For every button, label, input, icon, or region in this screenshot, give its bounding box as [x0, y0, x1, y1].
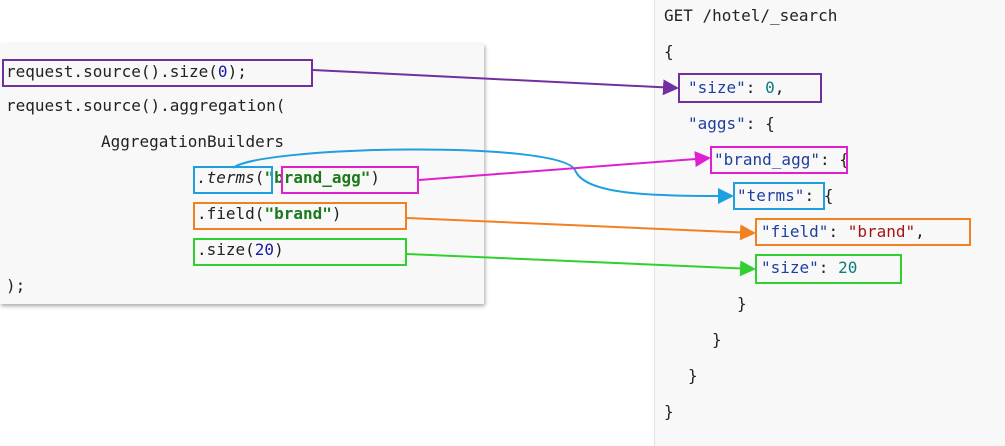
field-connector	[406, 217, 756, 241]
java-code-panel	[0, 44, 484, 304]
dsl-terms-line: "terms": {	[737, 186, 834, 205]
dsl-request-line: GET /hotel/_search	[664, 6, 838, 25]
java-line-close: );	[6, 276, 26, 295]
dsl-open-brace: {	[664, 42, 674, 61]
dsl-field-line: "field": "brand",	[761, 222, 925, 241]
java-line-terms: .terms("brand_agg")	[197, 168, 381, 187]
terms-connector	[232, 148, 734, 204]
dsl-size20-line: "size": 20	[761, 258, 858, 277]
java-line-size: request.source().size(0);	[6, 62, 247, 81]
brand-agg-connector	[418, 151, 711, 181]
dsl-aggs-line: "aggs": {	[688, 114, 775, 133]
java-line-aggregation-builders: AggregationBuilders	[101, 132, 285, 151]
dsl-size-line: "size": 0,	[688, 78, 785, 97]
size20-connector	[406, 253, 756, 277]
java-line-field: .field("brand")	[197, 204, 342, 223]
dsl-close-brace: }	[737, 294, 747, 313]
java-line-size20: .size(20)	[197, 240, 284, 259]
dsl-close-brace: }	[664, 402, 674, 421]
dsl-close-brace: }	[688, 366, 698, 385]
dsl-close-brace: }	[712, 330, 722, 349]
java-line-aggregation: request.source().aggregation(	[6, 96, 286, 115]
dsl-brand-agg-line: "brand_agg": {	[714, 150, 849, 169]
size-connector	[312, 69, 679, 96]
